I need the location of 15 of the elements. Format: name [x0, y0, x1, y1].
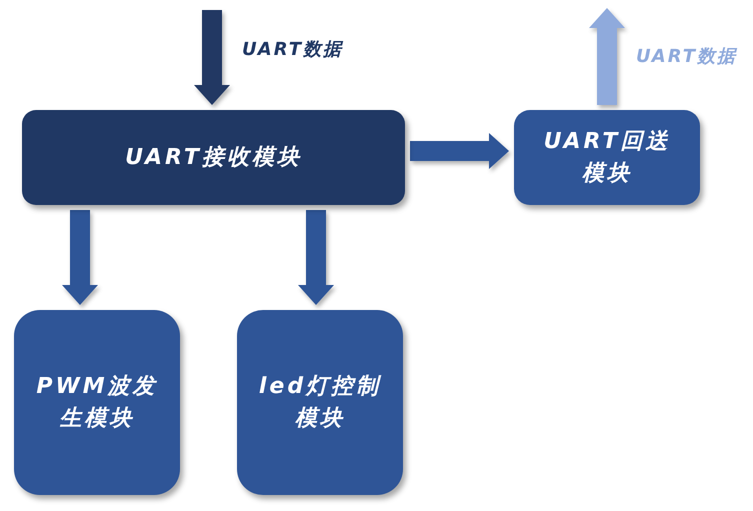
- module-name: PWM波发生模块: [36, 372, 158, 432]
- edge-label: UART数据: [240, 39, 346, 61]
- arrow: [194, 10, 230, 105]
- arrow: [589, 8, 625, 105]
- module-box: [514, 110, 700, 205]
- module-name: led灯控制模块: [258, 372, 382, 432]
- arrow: [298, 210, 334, 305]
- edge-label: UART数据: [634, 46, 740, 68]
- module-box: [22, 110, 405, 205]
- arrow: [62, 210, 98, 305]
- arrow: [410, 133, 509, 169]
- module-box: [237, 310, 403, 495]
- module-name: UART回送模块: [543, 128, 671, 188]
- module-name: UART接收模块: [124, 144, 302, 172]
- module-box: [14, 310, 180, 495]
